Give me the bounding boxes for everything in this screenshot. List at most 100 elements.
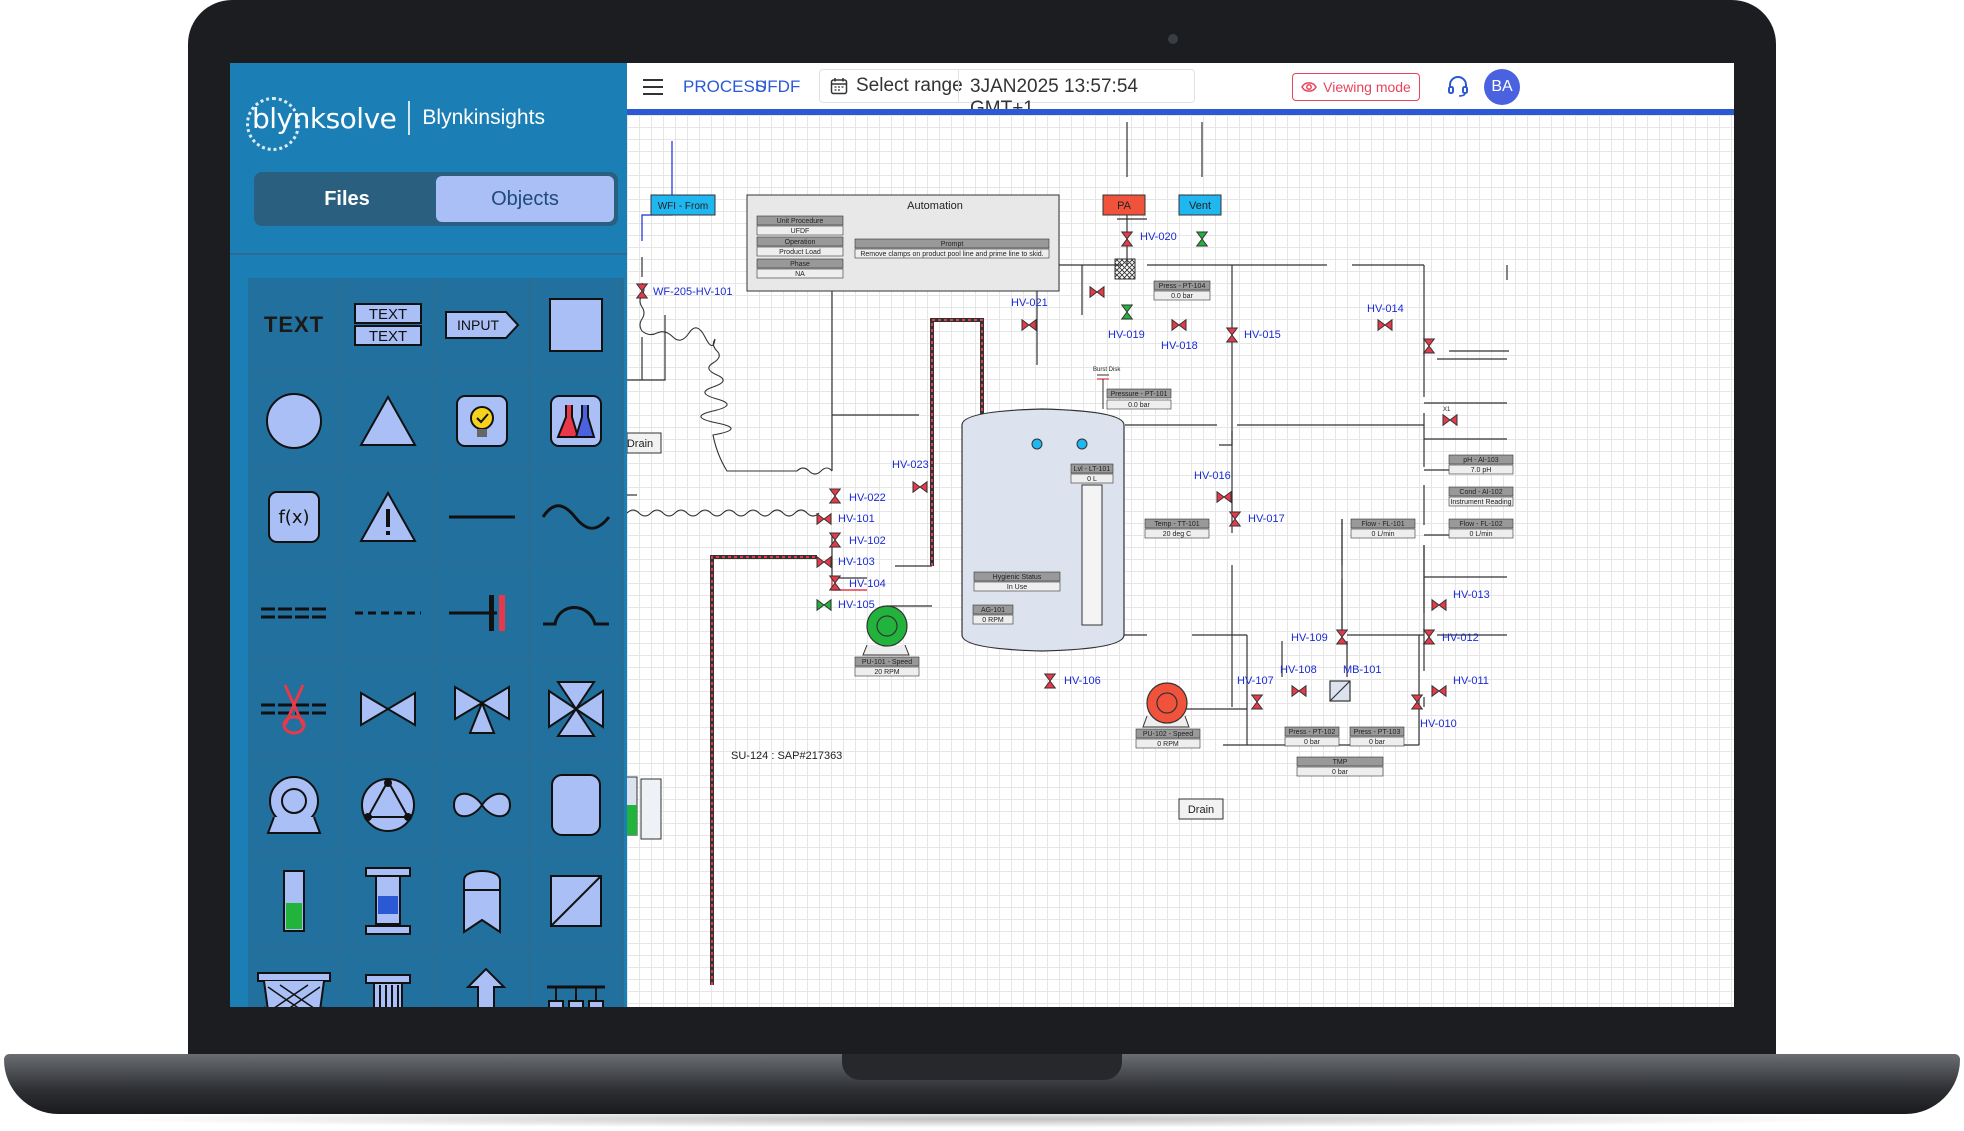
process-canvas[interactable]: WFI - From PA Vent Automation Unit Proce… <box>627 115 1734 1007</box>
valve-hv015-icon[interactable] <box>1225 327 1239 343</box>
palette-level-gauge-icon[interactable] <box>248 854 340 948</box>
hose-lines <box>627 282 833 517</box>
palette-text-pair-bottom: TEXT <box>369 328 407 345</box>
palette-text-pair[interactable]: TEXT TEXT <box>342 278 434 372</box>
valve-hv107-icon[interactable] <box>1250 694 1264 710</box>
valve-check-pa-icon[interactable] <box>1089 285 1105 299</box>
label-hv023: HV-023 <box>892 459 929 471</box>
readout-ai102-label: Cond - AI-102 <box>1459 489 1502 496</box>
date-range-picker[interactable]: Select range 3JAN2025 13:57:54 GMT+1 <box>819 69 1195 119</box>
valve-hv101-icon[interactable] <box>816 512 832 526</box>
palette-three-way-valve-icon[interactable] <box>436 662 528 756</box>
valve-hv013-icon[interactable] <box>1431 598 1447 612</box>
palette-double-dash-icon[interactable] <box>248 566 340 660</box>
svg-text:PA: PA <box>1117 200 1132 212</box>
palette-lightbulb-icon[interactable] <box>436 374 528 468</box>
filter-hatched <box>1114 258 1136 280</box>
valve-hv014b-icon[interactable] <box>1422 338 1436 354</box>
readout-pu102-value: 0 RPM <box>1157 741 1179 748</box>
valve-hv017-icon[interactable] <box>1228 511 1242 527</box>
palette-function[interactable]: f(x) <box>248 470 340 564</box>
palette-tank-icon[interactable] <box>530 758 622 852</box>
palette-triangle-icon[interactable] <box>342 374 434 468</box>
palette-warning-icon[interactable] <box>342 470 434 564</box>
palette-mesh-icon[interactable] <box>248 950 340 1007</box>
svg-text:WFI - From: WFI - From <box>658 201 709 212</box>
tab-objects[interactable]: Objects <box>436 176 614 222</box>
valve-x1-icon[interactable] <box>1442 413 1458 427</box>
valve-hv021-icon[interactable] <box>1021 318 1037 332</box>
membrane-mb101[interactable] <box>1329 680 1351 702</box>
palette-square-icon[interactable] <box>530 278 622 372</box>
palette-infinity-icon[interactable] <box>436 758 528 852</box>
valve-hv012-icon[interactable] <box>1422 629 1436 645</box>
valve-hv106-icon[interactable] <box>1043 673 1057 689</box>
palette-heat-exchanger-icon[interactable] <box>530 854 622 948</box>
palette-compressor-icon[interactable] <box>342 758 434 852</box>
svg-text:Drain: Drain <box>627 438 653 450</box>
viewing-mode-badge[interactable]: Viewing mode <box>1292 73 1420 101</box>
palette-flask-icon[interactable] <box>530 374 622 468</box>
palette-filter-icon[interactable] <box>342 854 434 948</box>
pa-source[interactable]: PA <box>1102 194 1146 216</box>
readout-tt101-value: 20 deg C <box>1163 531 1191 538</box>
drain-top[interactable]: Drain <box>627 432 662 454</box>
wfi-source[interactable]: WFI - From <box>650 194 716 216</box>
automation-prompt-label: Prompt <box>941 241 964 248</box>
range-divider <box>958 70 959 102</box>
valve-hv011-icon[interactable] <box>1431 684 1447 698</box>
palette-line-end-icon[interactable] <box>436 566 528 660</box>
valve-hv014-icon[interactable] <box>1377 318 1393 332</box>
valve-hv108-icon[interactable] <box>1291 684 1307 698</box>
vent-source[interactable]: Vent <box>1178 194 1222 216</box>
palette-cartridge-icon[interactable] <box>342 950 434 1007</box>
valve-hv103-icon[interactable] <box>816 555 832 569</box>
valve-hv020-icon[interactable] <box>1120 231 1134 247</box>
valve-hv109-icon[interactable] <box>1335 629 1349 645</box>
palette-arrow-up-icon[interactable] <box>436 950 528 1007</box>
valve-wf205-icon[interactable] <box>635 283 649 299</box>
palette-arc-icon[interactable] <box>530 566 622 660</box>
headset-icon[interactable] <box>1447 75 1469 97</box>
palette-circle-icon[interactable] <box>248 374 340 468</box>
menu-icon[interactable] <box>643 79 663 95</box>
tab-files[interactable]: Files <box>324 187 370 210</box>
pump-pu101[interactable] <box>862 605 932 656</box>
valve-hv023-icon[interactable] <box>912 480 928 494</box>
label-wf205: WF-205-HV-101 <box>653 286 732 298</box>
palette-four-way-valve-icon[interactable] <box>530 662 622 756</box>
label-hv016: HV-016 <box>1194 470 1231 482</box>
label-hv020: HV-020 <box>1140 231 1177 243</box>
palette-break-icon[interactable] <box>248 662 340 756</box>
palette-line-icon[interactable] <box>436 470 528 564</box>
label-hv011: HV-011 <box>1453 675 1489 687</box>
valve-hv102-icon[interactable] <box>828 532 842 548</box>
viewing-mode-label: Viewing mode <box>1323 79 1411 95</box>
palette-input[interactable]: INPUT <box>436 278 528 372</box>
valve-hv018-icon[interactable] <box>1171 318 1187 332</box>
valve-hv104-icon[interactable] <box>828 575 842 591</box>
label-hv017: HV-017 <box>1248 513 1285 525</box>
valve-hv105-icon[interactable] <box>816 598 832 612</box>
palette-pump-icon[interactable] <box>248 758 340 852</box>
valve-vent-valve-icon[interactable] <box>1195 231 1209 247</box>
breadcrumb-name[interactable]: UFDF <box>755 77 801 96</box>
drain-bottom[interactable]: Drain <box>1178 798 1224 820</box>
palette-bag-icon[interactable] <box>436 854 528 948</box>
valve-hv019-icon[interactable] <box>1120 304 1134 320</box>
pump-pu102[interactable] <box>1142 682 1190 728</box>
palette-manifold-icon[interactable] <box>530 950 622 1007</box>
palette-valve-icon[interactable] <box>342 662 434 756</box>
user-avatar[interactable]: BA <box>1484 69 1520 105</box>
palette-wave-icon[interactable] <box>530 470 622 564</box>
palette-fx-label: f(x) <box>278 507 309 528</box>
valve-hv016-icon[interactable] <box>1216 490 1232 504</box>
label-hv014: HV-014 <box>1367 303 1404 315</box>
readout-pu102-label: PU-102 - Speed <box>1143 731 1193 738</box>
palette-text[interactable]: TEXT <box>248 278 340 372</box>
valve-hv010-icon[interactable] <box>1410 694 1424 710</box>
palette-dashed-line-icon[interactable] <box>342 566 434 660</box>
breadcrumb-process[interactable]: PROCESS <box>683 77 767 96</box>
readout-fl102-label: Flow - FL-102 <box>1459 521 1502 528</box>
valve-hv022-icon[interactable] <box>828 488 842 504</box>
